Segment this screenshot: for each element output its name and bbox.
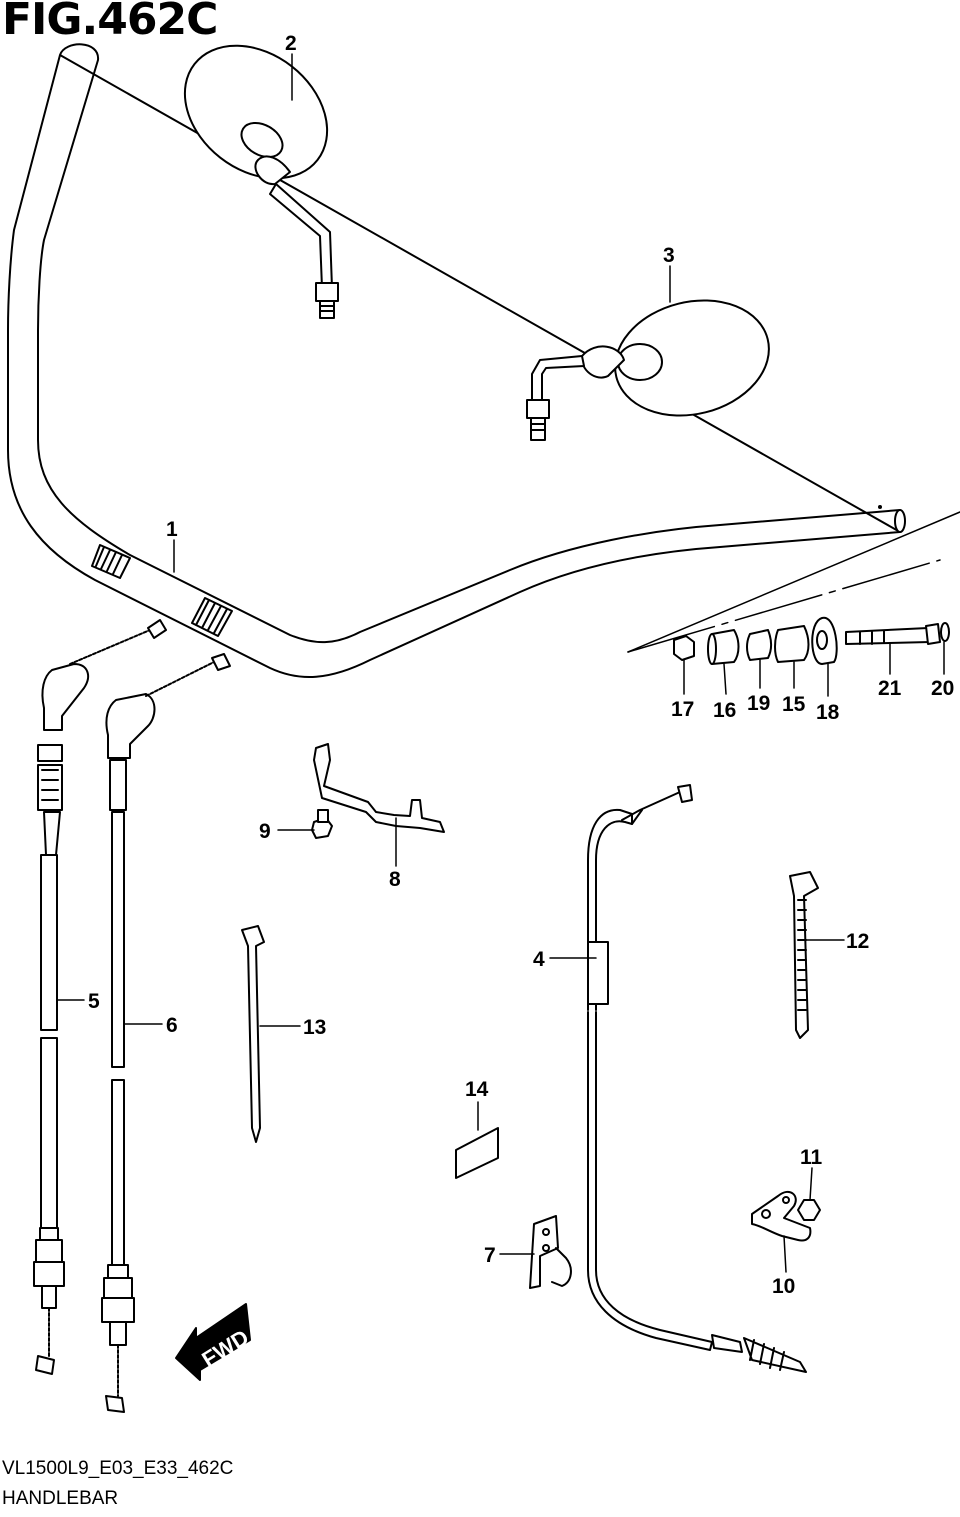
knurl-right	[191, 597, 233, 637]
cable-tie-12-part[interactable]	[789, 871, 819, 1039]
bushing-15-part	[774, 625, 810, 663]
callout-21: 21	[878, 677, 902, 700]
callout-4: 4	[533, 948, 545, 971]
callout-3: 3	[663, 244, 675, 267]
callout-20: 20	[931, 677, 954, 700]
leader-lines	[57, 53, 945, 1273]
callout-10: 10	[772, 1275, 795, 1298]
callout-15: 15	[782, 693, 806, 716]
nut-17-part	[673, 635, 695, 661]
knurl-left	[91, 544, 131, 579]
mirror-left-part[interactable]	[159, 18, 353, 319]
washer-18-part	[811, 616, 838, 665]
bolt-21-part	[845, 623, 941, 645]
bushing-16-part	[707, 629, 740, 665]
bracket-8-part[interactable]	[313, 743, 445, 833]
clip-7-part[interactable]	[529, 1215, 572, 1289]
callout-1: 1	[166, 518, 178, 541]
figure-title: FIG.462C	[2, 0, 218, 45]
throttle-cable-part[interactable]	[33, 619, 167, 1375]
callout-5: 5	[88, 990, 100, 1013]
clamp-10-part[interactable]	[751, 1190, 812, 1242]
callout-17: 17	[671, 698, 694, 721]
callout-8: 8	[389, 868, 401, 891]
screw-11-part[interactable]	[797, 1199, 821, 1221]
callout-12: 12	[846, 930, 869, 953]
handlebar-part[interactable]	[7, 43, 960, 678]
mirror-right-part[interactable]	[526, 285, 781, 441]
throttle-cable-2-part[interactable]	[101, 653, 231, 1413]
label-14-part[interactable]	[455, 1127, 499, 1179]
callout-19: 19	[747, 692, 770, 715]
callout-18: 18	[816, 701, 840, 724]
mount-hardware[interactable]	[673, 616, 950, 665]
cable-tie-13-part[interactable]	[241, 925, 265, 1143]
callout-11: 11	[800, 1146, 823, 1169]
bolt-9-part[interactable]	[311, 809, 333, 839]
spacer-19-part	[746, 629, 772, 661]
callout-6: 6	[166, 1014, 178, 1037]
figure-code: VL1500L9_E03_E33_462C	[2, 1458, 234, 1479]
clutch-cable-part[interactable]	[587, 784, 807, 1373]
callout-numbers: 1 2 3 4 5 6 7 8 9 10 11 12 13 14 15 16 1…	[88, 32, 954, 1298]
forward-direction-arrow	[175, 1303, 251, 1381]
callout-13: 13	[303, 1016, 326, 1039]
callout-16: 16	[713, 699, 736, 722]
callout-9: 9	[259, 820, 271, 843]
callout-7: 7	[484, 1244, 496, 1267]
figure-name: HANDLEBAR	[2, 1488, 119, 1509]
callout-14: 14	[465, 1078, 489, 1101]
callout-2: 2	[285, 32, 297, 55]
washer-20-part	[940, 622, 950, 642]
